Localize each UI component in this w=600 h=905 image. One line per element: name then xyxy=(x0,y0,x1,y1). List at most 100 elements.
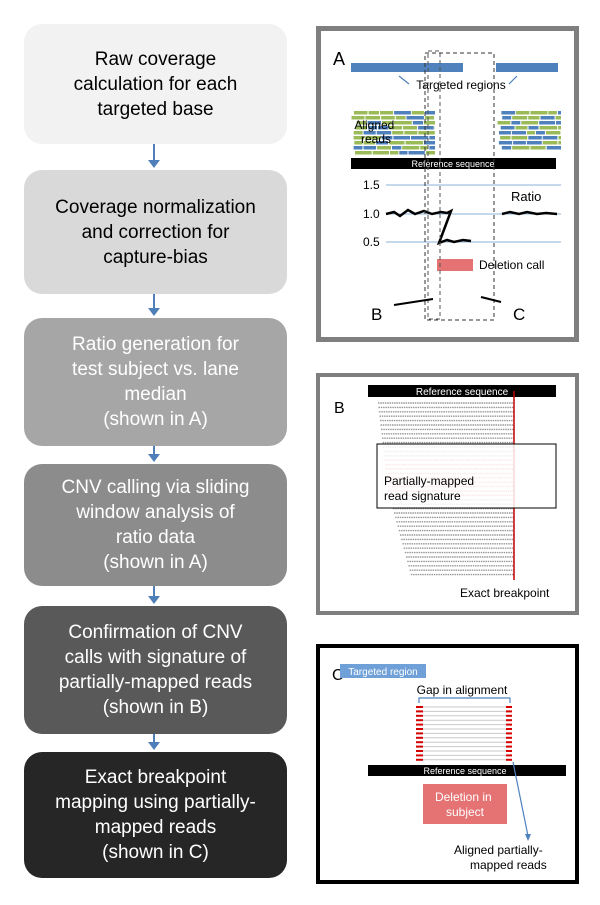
aligned-read xyxy=(403,126,417,130)
aligned-read xyxy=(412,121,424,125)
aligned-read xyxy=(424,121,435,125)
aligned-read xyxy=(424,141,435,145)
aligned-read xyxy=(402,146,420,150)
aligned-read xyxy=(511,136,528,140)
aligned-read xyxy=(392,131,404,135)
aligned-read xyxy=(380,111,394,115)
targeted-region-bar-right xyxy=(496,63,558,72)
aligned-read xyxy=(363,141,376,145)
aligned-read xyxy=(521,121,539,125)
panel-b-figure: B Reference sequence Partially-mapped re… xyxy=(334,385,557,600)
aligned-read xyxy=(355,151,372,155)
aligned-read xyxy=(406,116,424,120)
targeted-region-bar xyxy=(340,664,426,678)
reference-sequence-label: Reference sequence xyxy=(411,159,494,169)
panel-c-figure: C Targeted region Gap in alignment Refer… xyxy=(332,664,566,872)
step-label: Raw coverage calculation for each target… xyxy=(73,48,238,120)
aligned-read xyxy=(500,136,511,140)
aligned-read xyxy=(363,146,377,150)
aligned-read xyxy=(376,141,388,145)
aligned-read xyxy=(499,131,511,135)
step-label: Exact breakpoint mapping using partially… xyxy=(55,767,256,863)
aligned-read xyxy=(420,146,429,150)
aligned-read xyxy=(515,126,528,130)
read-stack xyxy=(416,706,512,761)
aligned-read xyxy=(399,151,408,155)
aligned-read xyxy=(353,136,365,140)
aligned-read xyxy=(389,126,402,130)
step-breakpoint-mapping: Exact breakpoint mapping using partially… xyxy=(24,752,287,878)
marker-c: C xyxy=(513,305,525,324)
flow-arrow xyxy=(148,446,160,462)
aligned-read xyxy=(381,136,393,140)
aligned-read xyxy=(501,146,512,150)
aligned-read xyxy=(512,116,528,120)
aligned-read xyxy=(353,111,368,115)
aligned-read xyxy=(381,116,395,120)
panel-b: B Reference sequence Partially-mapped re… xyxy=(316,373,579,615)
pointer-arrow xyxy=(512,761,529,837)
y-tick-1-0: 1.0 xyxy=(363,207,380,221)
marker-b: B xyxy=(371,305,382,324)
panel-b-label: B xyxy=(334,400,345,417)
aligned-read xyxy=(558,126,561,130)
aligned-read xyxy=(429,146,435,150)
panel-a-figure: A Targeted regions Aligned reads Referen… xyxy=(333,49,561,324)
aligned-read xyxy=(528,116,540,120)
gap-label: Gap in alignment xyxy=(417,683,508,697)
aligned-read xyxy=(393,136,410,140)
deletion-label: Deletion in subject xyxy=(435,790,495,819)
y-tick-0-5: 0.5 xyxy=(363,235,380,249)
aligned-read xyxy=(516,111,530,115)
flow-arrow xyxy=(148,586,160,604)
aligned-read xyxy=(368,111,379,115)
flow-arrow xyxy=(148,294,160,316)
aligned-read xyxy=(557,111,561,115)
step-label: CNV calling via sliding window analysis … xyxy=(61,477,250,573)
step-cnv-calling: CNV calling via sliding window analysis … xyxy=(24,464,287,586)
step-label: Coverage normalization and correction fo… xyxy=(55,196,256,268)
aligned-read xyxy=(394,111,411,115)
targeted-arrow xyxy=(508,75,518,85)
aligned-read xyxy=(512,146,530,150)
aligned-read xyxy=(363,131,376,135)
ratio-line-right xyxy=(501,210,558,216)
targeted-region-bar-left xyxy=(351,63,463,72)
aligned-read xyxy=(546,146,561,150)
exact-breakpoint-label: Exact breakpoint xyxy=(460,586,550,600)
aligned-read xyxy=(511,131,526,135)
aligned-read xyxy=(540,116,555,120)
aligned-read xyxy=(395,116,406,120)
aligned-read xyxy=(372,151,389,155)
step-raw-coverage: Raw coverage calculation for each target… xyxy=(24,24,287,144)
deletion-call-label: Deletion call xyxy=(479,258,544,272)
step-confirmation: Confirmation of CNV calls with signature… xyxy=(24,606,287,734)
aligned-read xyxy=(351,116,365,120)
aligned-read xyxy=(353,146,363,150)
aligned-partial-label: Aligned partially- mapped reads xyxy=(454,843,547,872)
targeted-regions-label: Targeted regions xyxy=(416,78,505,92)
aligned-read xyxy=(548,111,557,115)
reference-sequence-label: Reference sequence xyxy=(416,387,509,398)
aligned-read xyxy=(527,131,536,135)
reference-sequence-label: Reference sequence xyxy=(423,766,506,776)
aligned-read xyxy=(355,126,368,130)
aligned-read xyxy=(429,136,435,140)
aligned-read xyxy=(390,151,399,155)
aligned-read xyxy=(354,141,363,145)
aligned-read xyxy=(498,141,513,145)
aligned-read xyxy=(536,131,545,135)
targeted-region-label: Targeted region xyxy=(348,667,418,678)
step-label: Ratio generation for test subject vs. la… xyxy=(72,334,239,430)
flow-arrow xyxy=(148,734,160,750)
aligned-read xyxy=(501,111,516,115)
aligned-read xyxy=(526,141,542,145)
y-tick-1-5: 1.5 xyxy=(363,178,380,192)
ratio-line-left xyxy=(385,208,472,246)
aligned-read xyxy=(497,121,511,125)
aligned-read xyxy=(542,141,558,145)
aligned-read xyxy=(558,136,561,140)
reference-sequence-bar xyxy=(368,385,556,397)
aligned-read xyxy=(405,141,424,145)
reference-sequence-bar xyxy=(368,765,566,776)
